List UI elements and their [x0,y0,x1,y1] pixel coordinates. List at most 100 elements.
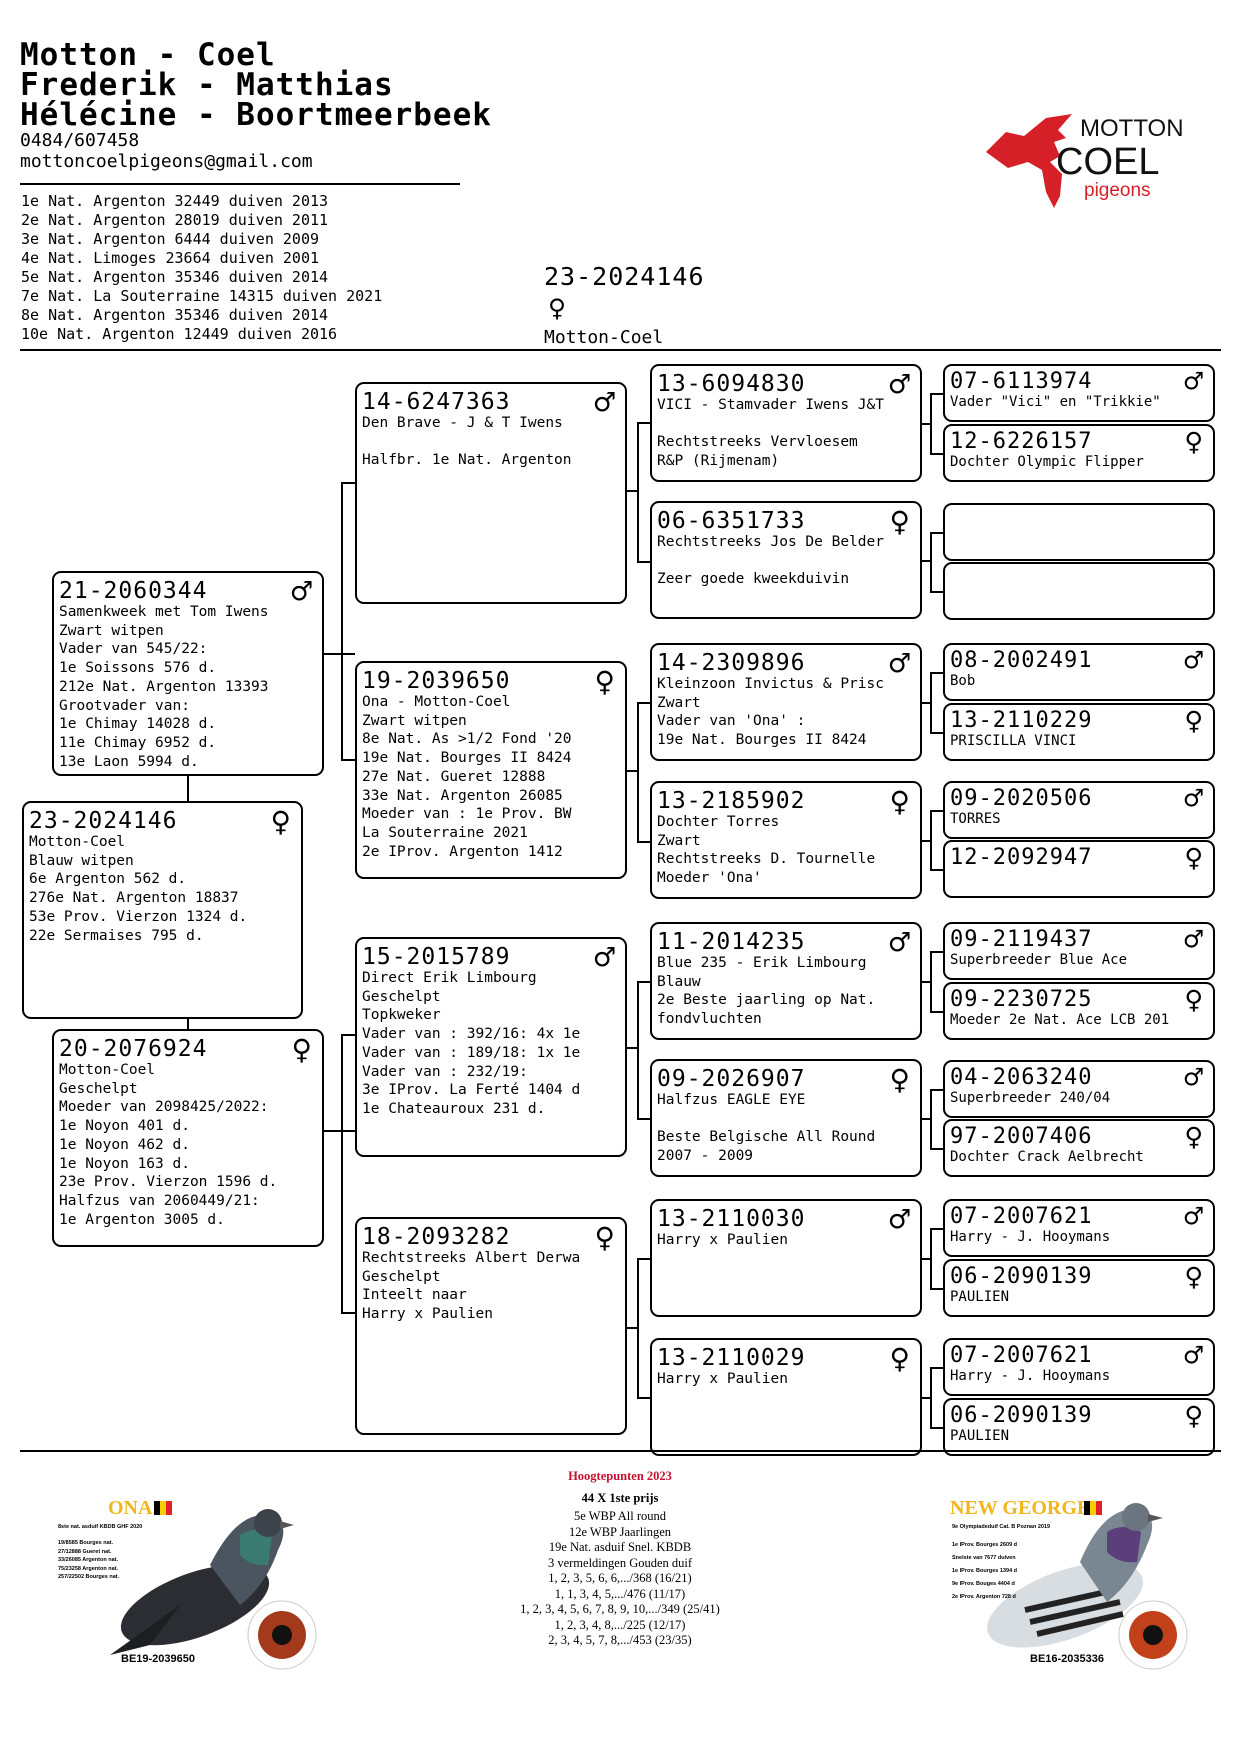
ring-number: 09-2119437 [950,927,1093,952]
male-icon: ♂ [1184,643,1203,679]
connector-line [627,1327,639,1329]
pedigree-box-p22: 12-2092947♀ [943,840,1215,898]
connector-line [930,591,943,593]
connector-line [341,759,355,761]
description-line: Zwart [657,694,701,711]
description-line: 19e Nat. Bourges II 8424 [657,732,867,749]
breeder-header: Motton - Coel Frederik - Matthias Héléci… [20,37,492,173]
connector-line [930,672,932,732]
male-icon: ♂ [889,644,910,684]
female-icon: ♀ [889,782,910,822]
connector-line [341,1034,355,1036]
pigeon-description: PAULIEN [945,1428,1213,1444]
connector-line [930,1228,932,1288]
connector-line [930,1089,943,1091]
description-line: R&P (Rijmenam) [657,453,780,470]
new-george-result: 1e IProv. Bourges 2609 d [952,1542,1018,1548]
description-line: Superbreeder 240/04 [950,1090,1111,1106]
description-line: Moeder van 2098425/2022: [59,1099,269,1116]
pedigree-box-p15: 07-6113974♂Vader "Vici" en "Trikkie" [943,364,1215,422]
ring-number: 18-2093282 [362,1224,511,1250]
description-line: PAULIEN [950,1428,1010,1444]
pigeon-description: TORRES [945,811,1213,827]
highlight-line: 1, 2, 3, 4, 8,.../225 (12/17) [554,1617,686,1632]
ona-ring: BE19-2039650 [121,1653,196,1665]
connector-line [930,393,943,395]
description-line: 53e Prov. Vierzon 1324 d. [29,908,248,925]
ring-number: 09-2026907 [657,1066,806,1092]
highlight-line: 19e Nat. asduif Snel. KBDB [548,1540,692,1554]
description-line: 1e Chateauroux 231 d. [362,1100,546,1117]
breeder-email[interactable]: mottoncoelpigeons@gmail.com [20,151,313,172]
ring-number: ​ [945,564,1213,592]
ona-pigeon-photo [110,1509,317,1670]
connector-line [627,770,639,772]
connector-line [930,1427,943,1429]
description-line: Vader van : 232/19: [362,1063,528,1080]
new-george-result: Snelste van 7677 duiven [952,1555,1016,1561]
connector-line [930,951,932,1011]
description-line: Vader van : 392/16: 4x 1e [362,1026,581,1043]
female-icon: ♀ [1184,1119,1203,1155]
result-line: 3e Nat. Argenton 6444 duiven 2009 [21,230,320,248]
breeder-names: Motton - Coel [20,37,276,73]
connector-line [637,1118,650,1120]
male-icon: ♂ [594,938,615,978]
male-icon: ♂ [889,1200,910,1240]
new-george-result: 2e IProv. Argenton 728 d [952,1594,1016,1600]
result-line: 8e Nat. Argenton 35346 duiven 2014 [21,306,329,324]
description-line: 2e IProv. Argenton 1412 [362,843,563,860]
pedigree-box-p29: 07-2007621♂Harry - J. Hooymans [943,1338,1215,1396]
new-george-result: 1e IProv. Bourges 1394 d [952,1568,1018,1574]
ona-result: 75/23258 Argenton nat. [58,1565,119,1572]
connector-line [922,981,932,983]
description-line: 2007 - 2009 [657,1148,754,1165]
pedigree-box-p17: ​​ [943,503,1215,561]
connector-line [930,1011,943,1013]
pigeon-description: Harry x Paulien [652,1231,920,1250]
connector-line [930,810,932,870]
divider-top [20,349,1221,351]
description-line: 1e Noyon 462 d. [59,1136,190,1153]
male-icon: ♂ [1184,922,1203,958]
description-line: Den Brave - J & T Iwens [362,415,563,431]
ring-number: 12-6226157 [950,429,1093,454]
pigeon-logo-icon [986,114,1072,208]
pigeon-description: Vader "Vici" en "Trikkie" [945,394,1213,410]
ring-number: 21-2060344 [59,578,208,604]
description-line: 212e Nat. Argenton 13393 [59,678,269,695]
connector-line [341,1312,355,1314]
description-line: Zwart witpen [362,712,467,729]
ona-results: 19/8585 Bourges nat. 27/12888 Gueret nat… [58,1539,119,1582]
pedigree-box-p18: ​​ [943,562,1215,620]
ring-number: 07-2007621 [950,1343,1093,1368]
description-line: Halfzus EAGLE EYE [657,1092,806,1108]
female-icon: ♀ [889,1060,910,1100]
female-icon: ♀ [594,1218,615,1258]
description-line: Rechtstreeks Vervloesem [657,434,858,451]
male-icon: ♂ [1184,1060,1203,1096]
description-line: Zwart [657,832,701,849]
pigeon-description: Halfzus EAGLE EYE​Beste Belgische All Ro… [652,1091,920,1166]
connector-line [341,1034,343,1314]
description-line: Vader "Vici" en "Trikkie" [950,394,1161,410]
description-line: Samenkweek met Tom Iwens [59,604,269,620]
connector-line [341,482,355,484]
logo-text-pigeons: pigeons [1084,180,1151,201]
connector-line [930,453,943,455]
pedigree-box-p27: 07-2007621♂Harry - J. Hooymans [943,1199,1215,1257]
subject-pigeon: 23-2024146 ♀ Motton-Coel [544,262,705,348]
connector-line [324,1130,355,1132]
female-icon: ♀ [1184,1398,1203,1434]
description-line: Ona - Motton-Coel [362,694,511,710]
connector-line [637,1258,650,1260]
description-line: ​ [657,552,920,571]
highlight-line: 2, 3, 4, 5, 7, 8,.../453 (23/35) [548,1633,692,1647]
description-line: Halfzus van 2060449/21: [59,1192,260,1209]
connector-line [930,1089,932,1149]
male-icon: ♂ [889,923,910,963]
result-line: 1e Nat. Argenton 32449 duiven 2013 [21,192,329,210]
description-line: Harry x Paulien [657,1371,788,1387]
